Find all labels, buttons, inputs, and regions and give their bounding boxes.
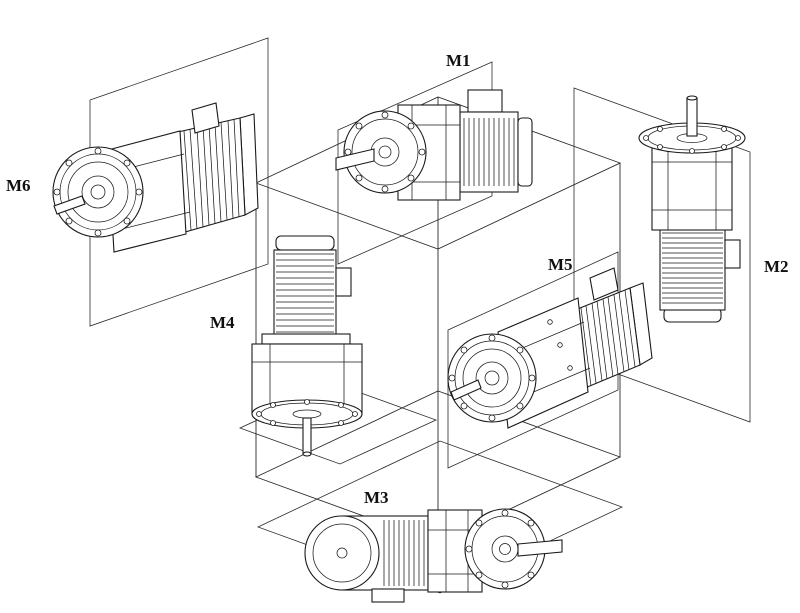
m5-housing-bolts xyxy=(547,319,573,371)
m1-output-shaft xyxy=(335,148,375,171)
mounting-panel-m5 xyxy=(447,251,619,469)
gearmotor-m2 xyxy=(638,95,746,323)
gearmotor-m3 xyxy=(304,508,563,603)
m2-terminal-box xyxy=(724,239,741,269)
mounting-panel-m1 xyxy=(337,61,493,265)
mounting-panel-m6 xyxy=(89,37,269,327)
m3-fan-cover xyxy=(304,515,380,591)
m1-terminal-box xyxy=(467,89,503,113)
m4-terminal-box xyxy=(335,267,352,297)
m1-gearbox-ribs xyxy=(398,105,460,200)
m5-output-shaft xyxy=(450,379,482,401)
m5-terminal-box xyxy=(589,267,619,301)
m2-motor-fins xyxy=(662,232,723,304)
label-m2: M2 xyxy=(764,257,789,276)
m4-flange-bolts xyxy=(256,399,358,429)
m2-motor-body xyxy=(659,227,726,311)
m1-motor-fins xyxy=(463,118,515,186)
m1-motor-endcap xyxy=(517,117,533,187)
m3-motor-fins xyxy=(383,520,425,586)
label-m3: M3 xyxy=(364,488,389,507)
m6-output-shaft xyxy=(53,195,86,215)
m6-flange-bolts xyxy=(53,147,143,237)
m1-flange xyxy=(343,110,427,194)
m5-flange-bolts xyxy=(448,334,536,422)
label-m5: M5 xyxy=(548,255,573,274)
label-m4: M4 xyxy=(210,313,235,332)
m3-output-shaft xyxy=(517,539,563,557)
m2-gearbox-ribs xyxy=(652,140,732,230)
cube-wireframe xyxy=(254,96,622,544)
label-m1: M1 xyxy=(446,51,471,70)
m3-gearbox-ribs xyxy=(428,510,482,592)
label-m6: M6 xyxy=(6,176,31,195)
gearmotor-m1 xyxy=(335,89,533,201)
m2-output-shaft xyxy=(686,97,698,137)
m6-motor-fins xyxy=(183,118,240,231)
gearmotor-m6 xyxy=(52,102,259,253)
m4-gearbox-ribs xyxy=(252,344,362,414)
m2-gearbox xyxy=(651,139,733,231)
m5-flange xyxy=(447,333,537,423)
m2-shaft-end xyxy=(686,95,698,101)
m4-adapter-flange xyxy=(261,333,351,345)
m4-motor-fins xyxy=(276,253,334,333)
m1-flange-bolts xyxy=(344,111,426,193)
gearmotor-m4 xyxy=(251,235,363,457)
m6-terminal-box xyxy=(191,102,220,134)
m4-shaft-end xyxy=(302,451,312,457)
m6-flange xyxy=(52,146,144,238)
m3-terminal-box xyxy=(371,588,405,603)
gearmotor-m5 xyxy=(447,267,653,429)
m5-motor-fins xyxy=(580,289,636,387)
m4-output-shaft xyxy=(302,417,312,455)
m4-motor-endcap xyxy=(275,235,335,251)
